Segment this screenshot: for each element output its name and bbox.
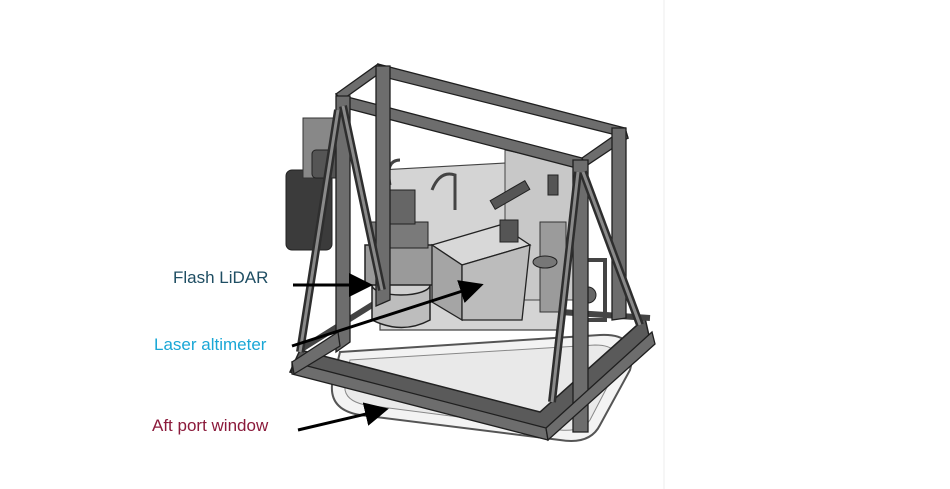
aft-port-window-label: Aft port window bbox=[152, 416, 269, 435]
laser-altimeter-arrow bbox=[291, 280, 484, 348]
laser-altimeter-label: Laser altimeter bbox=[154, 335, 267, 354]
outer-frame bbox=[291, 63, 656, 442]
flash-lidar-label: Flash LiDAR bbox=[173, 268, 269, 287]
aft-port-window-arrow bbox=[297, 402, 389, 432]
